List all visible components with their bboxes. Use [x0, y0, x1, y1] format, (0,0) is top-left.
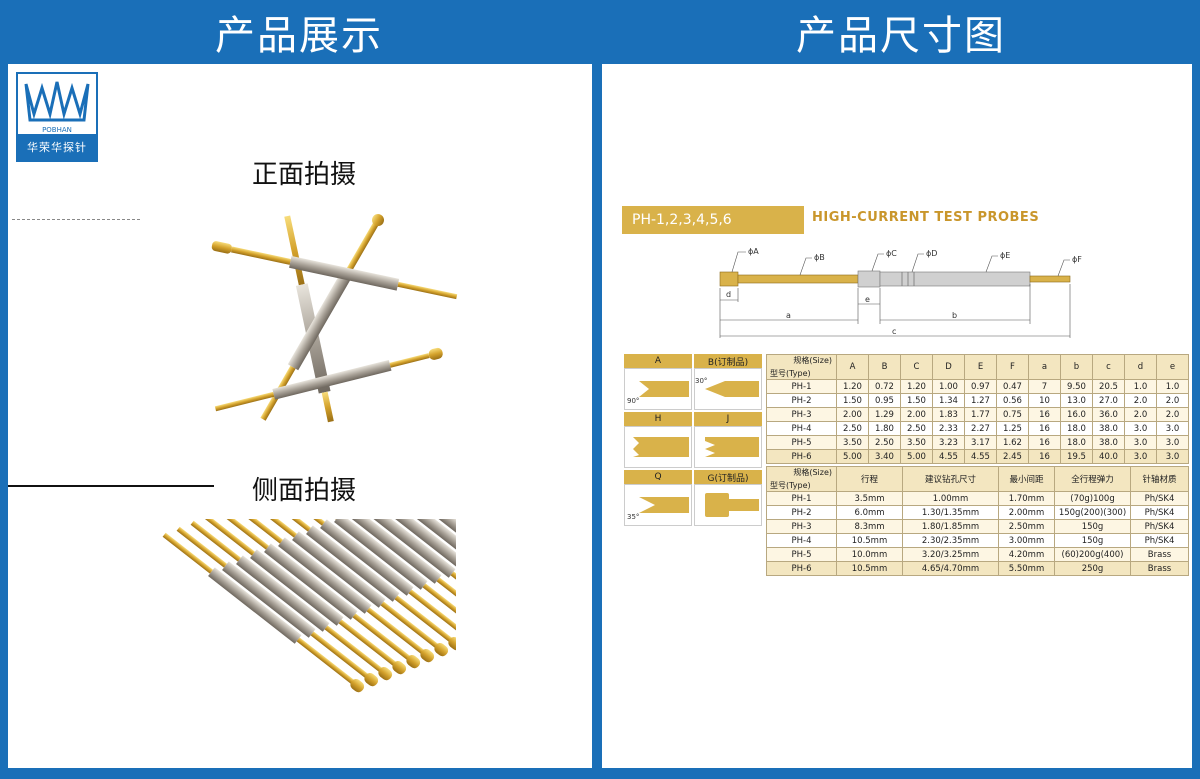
center-divider — [598, 0, 602, 779]
front-view-photo — [211, 214, 458, 423]
dimension-table: 规格(Size)型号(Type) A B C D E F a b c d e P… — [766, 354, 1189, 464]
crown-icon: POBHAN — [24, 81, 90, 134]
dimension-table-header: 规格(Size)型号(Type) A B C D E F a b c d e — [766, 354, 1189, 380]
dim-label-E: ϕE — [1000, 251, 1010, 260]
svg-text:35°: 35° — [627, 513, 639, 521]
tip-shape-A: A 90° — [624, 354, 692, 410]
dim-label-c: c — [892, 327, 896, 336]
front-view-caption: 正面拍摄 — [252, 160, 357, 190]
performance-table: 规格(Size)型号(Type) 行程 建议钻孔尺寸 最小间距 全行程弹力 针轴… — [766, 466, 1189, 576]
dim-label-D: ϕD — [926, 249, 937, 258]
tip-shape-H: H — [624, 412, 692, 468]
logo-latin-text: POBHAN — [42, 126, 72, 134]
side-view-caption: 侧面拍摄 — [252, 476, 357, 506]
logo-emblem: POBHAN — [18, 74, 96, 136]
tip-shape-J: J — [694, 412, 762, 468]
horizontal-rule — [8, 485, 214, 487]
svg-text:30°: 30° — [695, 377, 707, 385]
dim-label-a: a — [786, 311, 791, 320]
tip-shape-Q: Q 35° — [624, 470, 692, 526]
performance-table-header: 规格(Size)型号(Type) 行程 建议钻孔尺寸 最小间距 全行程弹力 针轴… — [766, 466, 1189, 492]
dimension-panel: PH-1,2,3,4,5,6 HIGH-CURRENT TEST PROBES — [602, 64, 1192, 768]
dim-label-e: e — [865, 295, 870, 304]
dim-label-B: ϕB — [814, 253, 825, 262]
dim-label-F: ϕF — [1072, 255, 1082, 264]
probe-dimension-drawing: ϕA ϕB ϕC ϕD ϕE ϕF d a e b c — [719, 247, 1082, 338]
product-display-panel: POBHAN 华荣华探针 正面拍摄 — [8, 64, 592, 768]
english-title: HIGH-CURRENT TEST PROBES — [812, 210, 1040, 225]
title-accent — [798, 206, 804, 234]
model-title-bar: PH-1,2,3,4,5,6 — [622, 206, 798, 234]
tip-shape-G: G(订制品) — [694, 470, 762, 526]
logo-chinese-text: 华荣华探针 — [18, 134, 96, 160]
side-view-photo — [162, 519, 456, 693]
svg-text:90°: 90° — [627, 397, 639, 405]
dim-label-C: ϕC — [886, 249, 897, 258]
dim-label-b: b — [952, 311, 957, 320]
brand-logo: POBHAN 华荣华探针 — [16, 72, 98, 162]
left-header: 产品展示 — [0, 0, 598, 64]
dim-label-A: ϕA — [748, 247, 759, 256]
dashed-divider — [12, 219, 140, 220]
tip-shape-B: B(订制品) 30° — [694, 354, 762, 410]
right-header: 产品尺寸图 — [602, 0, 1200, 64]
dim-label-d: d — [726, 290, 731, 299]
